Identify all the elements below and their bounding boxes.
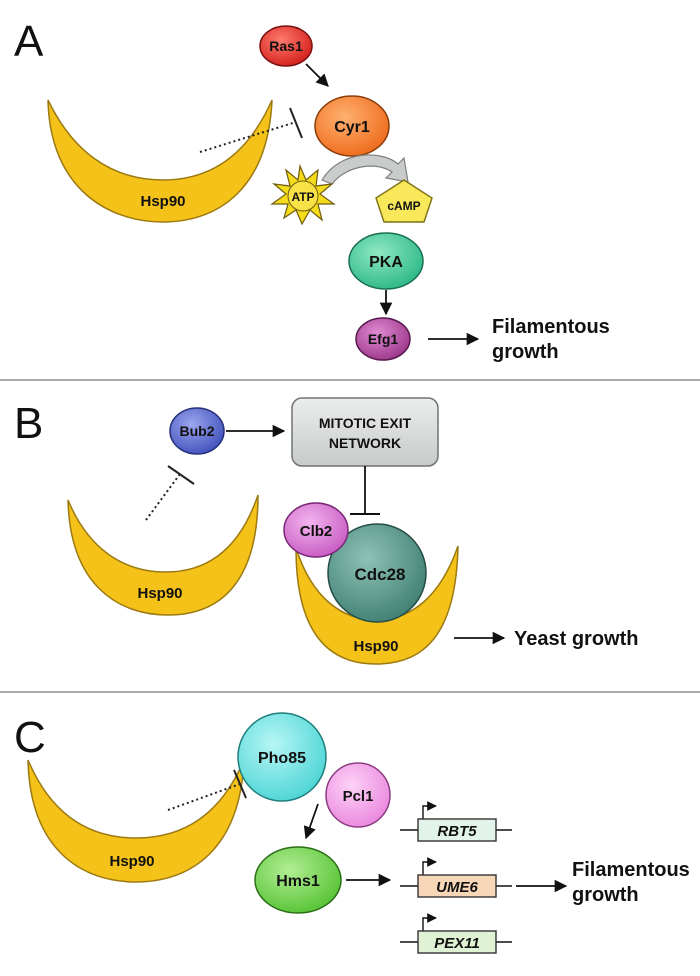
hms1-label: Hms1	[276, 873, 320, 890]
gene-rbt5: RBT5	[400, 801, 512, 842]
gene-ume6-promoter-arrow	[422, 857, 437, 875]
hsp90-label-c: Hsp90	[109, 853, 154, 870]
panel-b: B Bub2 MITOTIC EXIT NETWORK Hsp90 Hsp90 …	[14, 397, 638, 665]
gene-pex11-label: PEX11	[434, 935, 480, 952]
gene-ume6: UME6	[400, 857, 512, 898]
camp-pentagon	[375, 179, 433, 223]
pcl1-node	[325, 762, 391, 828]
atp-core	[287, 180, 319, 212]
panel-b-letter: B	[14, 399, 43, 448]
gene-pex11-box	[417, 930, 497, 954]
gene-rbt5-box	[417, 818, 497, 842]
efg1-label: Efg1	[368, 331, 399, 347]
panel-c: C Hsp90 Pho85 Pcl1 Hms1 RBT5 UME	[14, 712, 690, 954]
hsp90-cyr1-inhibition-line	[199, 121, 297, 153]
gene-ume6-box	[417, 874, 497, 898]
pka-label: PKA	[369, 254, 403, 271]
panel-a-letter: A	[14, 17, 44, 66]
ras1-node	[259, 25, 313, 67]
hsp90-crescent-b-complex	[295, 545, 459, 665]
panel-a-output-line2: growth	[492, 341, 559, 363]
cyr1-label: Cyr1	[334, 119, 370, 136]
panel-b-output: Yeast growth	[514, 628, 638, 650]
pho85-label: Pho85	[258, 750, 306, 767]
hsp90-pho85-inhibition-bar	[233, 769, 247, 799]
clb2-label: Clb2	[300, 523, 333, 540]
hsp90-cyr1-inhibition-bar	[289, 107, 303, 139]
hsp90-label-b-complex: Hsp90	[353, 638, 398, 655]
panel-a: A Hsp90 Ras1 Cyr1 ATP cAMP PKA Efg1 Fila…	[14, 17, 610, 363]
gene-rbt5-label: RBT5	[437, 823, 477, 840]
hsp90-label-a: Hsp90	[140, 193, 185, 210]
cdc28-node	[327, 523, 427, 623]
ras1-to-cyr1-arrow	[305, 63, 329, 87]
panel-c-letter: C	[14, 713, 46, 762]
atp-to-camp-curved-arrow	[321, 154, 409, 185]
hsp90-crescent-b	[67, 494, 259, 616]
cdc28-label: Cdc28	[354, 565, 405, 584]
ras1-label: Ras1	[269, 38, 303, 54]
camp-label: cAMP	[387, 199, 420, 213]
mitotic-exit-network-box	[291, 397, 439, 467]
cyr1-node	[314, 95, 390, 157]
hms1-node	[254, 846, 342, 914]
pcl1-label: Pcl1	[343, 788, 374, 805]
efg1-node	[355, 317, 411, 361]
gene-rbt5-promoter-arrow	[422, 801, 437, 819]
gene-ume6-label: UME6	[436, 879, 478, 896]
pho85-to-hms1-arrow	[303, 803, 319, 840]
gene-pex11: PEX11	[400, 913, 512, 954]
men-label-line2: NETWORK	[329, 435, 401, 451]
hsp90-bub2-inhibition-line	[145, 473, 181, 521]
hsp90-crescent-a	[47, 99, 273, 223]
hsp90-bub2-inhibition-bar	[167, 465, 195, 485]
atp-label: ATP	[291, 190, 314, 204]
pka-node	[348, 232, 424, 290]
bub2-node	[169, 407, 225, 455]
panel-a-output-line1: Filamentous	[492, 316, 610, 338]
panel-c-output-line1: Filamentous	[572, 859, 690, 881]
clb2-node	[283, 502, 349, 558]
pho85-node	[237, 712, 327, 802]
men-label-line1: MITOTIC EXIT	[319, 415, 412, 431]
panel-c-output-line2: growth	[572, 884, 639, 906]
gene-pex11-promoter-arrow	[422, 913, 437, 931]
bub2-label: Bub2	[180, 423, 215, 439]
hsp90-label-b-free: Hsp90	[137, 585, 182, 602]
